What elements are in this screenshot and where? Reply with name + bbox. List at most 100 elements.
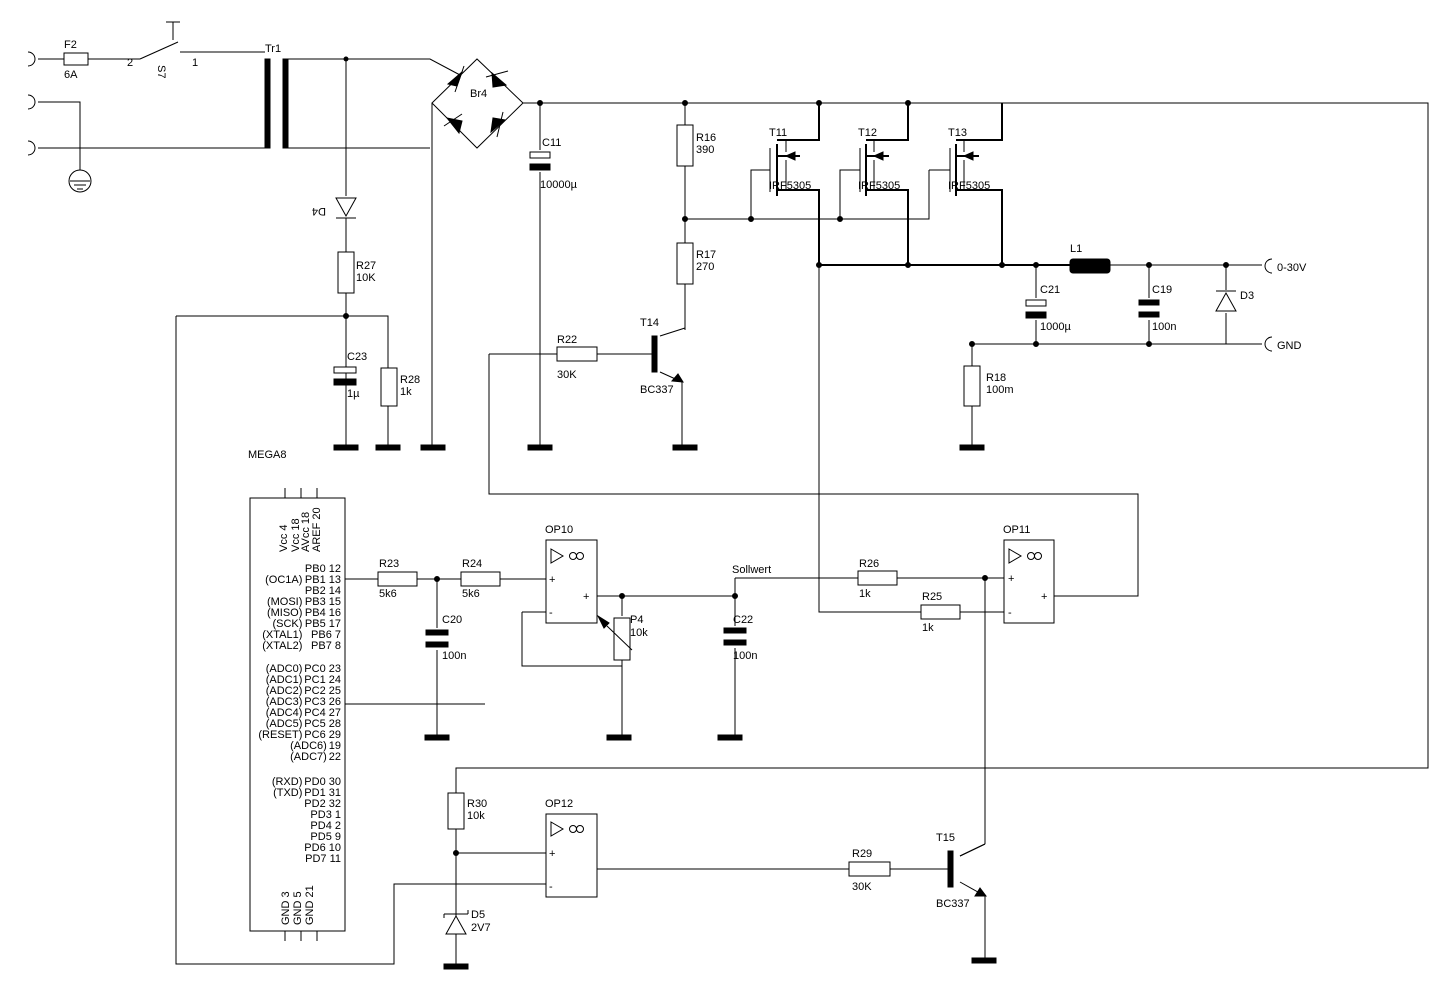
mcu-pin-label: PB2 14 bbox=[305, 585, 341, 597]
resistor-r22: R22 30K bbox=[556, 334, 598, 381]
mosfet-t11: T11 IRF5305 bbox=[769, 127, 811, 196]
f2-value: 6A bbox=[64, 69, 78, 81]
mcu-name: MEGA8 bbox=[248, 449, 287, 461]
mcu-pin-label: PB6 7 bbox=[311, 629, 341, 641]
r22-value: 30K bbox=[557, 369, 577, 381]
op10-ref: OP10 bbox=[545, 524, 573, 536]
resistor-r17: R17 270 bbox=[676, 242, 716, 285]
r17-ref: R17 bbox=[696, 249, 716, 261]
r23-value: 5k6 bbox=[379, 588, 397, 600]
op11-plus: + bbox=[1008, 573, 1014, 585]
capacitor-c20: C20 100n bbox=[425, 614, 466, 662]
mcu-pin-signal: (ADC0) bbox=[266, 663, 303, 675]
s7-pin2: 2 bbox=[127, 57, 133, 69]
s7-pin1: 1 bbox=[192, 57, 198, 69]
r24-value: 5k6 bbox=[462, 588, 480, 600]
mcu-pin-label: 22 bbox=[329, 751, 341, 763]
c20-value: 100n bbox=[442, 650, 466, 662]
mcu-pin-signal: (OC1A) bbox=[265, 574, 302, 586]
mcu-pin-signal: (ADC2) bbox=[266, 685, 303, 697]
r18-value: 100m bbox=[986, 384, 1014, 396]
gnd-label: GND bbox=[1277, 340, 1302, 352]
transistor-t15: T15 BC337 bbox=[936, 832, 987, 910]
r23-ref: R23 bbox=[379, 558, 399, 570]
capacitor-c19: C19 100n bbox=[1138, 284, 1176, 333]
c21-ref: C21 bbox=[1040, 284, 1060, 296]
r16-value: 390 bbox=[696, 144, 714, 156]
r18-ref: R18 bbox=[986, 372, 1006, 384]
op12-ref: OP12 bbox=[545, 798, 573, 810]
mcu-pin-label: PC5 28 bbox=[304, 718, 341, 730]
sollwert-label: Sollwert bbox=[732, 564, 771, 576]
op12-minus: - bbox=[549, 881, 553, 893]
mcu-bottom-pin: GND 3 bbox=[280, 891, 292, 925]
mcu-pin-label: PC6 29 bbox=[304, 729, 341, 741]
resistor-r24: R24 5k6 bbox=[460, 558, 501, 600]
mcu-pin-label: PC0 23 bbox=[304, 663, 341, 675]
r27-ref: R27 bbox=[356, 260, 376, 272]
c20-ref: C20 bbox=[442, 614, 462, 626]
d5-value: 2V7 bbox=[471, 922, 491, 934]
t14-value: BC337 bbox=[640, 384, 674, 396]
r26-ref: R26 bbox=[859, 558, 879, 570]
p4-value: 10k bbox=[630, 627, 648, 639]
mcu-pin-signal: (RXD) bbox=[272, 776, 303, 788]
f2-ref: F2 bbox=[64, 39, 77, 51]
mcu-pin-label: PD4 2 bbox=[310, 820, 341, 832]
wires bbox=[38, 51, 1429, 965]
resistor-r28: R28 1k bbox=[380, 367, 420, 407]
mcu-pin-label: PB1 13 bbox=[305, 574, 341, 586]
mcu-top-pin: Vcc 18 bbox=[290, 518, 302, 552]
mcu-pin-label: PC3 26 bbox=[304, 696, 341, 708]
resistor-r27: R27 10K bbox=[337, 251, 376, 294]
mcu-pin-label: PC2 25 bbox=[304, 685, 341, 697]
resistor-r23: R23 5k6 bbox=[377, 558, 418, 600]
mcu-pin-label: PC1 24 bbox=[304, 674, 341, 686]
mcu-pin-label: PB7 8 bbox=[311, 640, 341, 652]
transistor-t14: T14 BC337 bbox=[640, 317, 684, 396]
c19-ref: C19 bbox=[1152, 284, 1172, 296]
capacitor-c23: C23 1µ bbox=[333, 351, 367, 400]
c19-value: 100n bbox=[1152, 321, 1176, 333]
r28-ref: R28 bbox=[400, 374, 420, 386]
mcu-bottom-pin: GND 21 bbox=[304, 885, 316, 925]
s7-ref: S7 bbox=[155, 65, 167, 78]
mcu-pin-label: PB3 15 bbox=[305, 596, 341, 608]
opamp-op10: + - + OP10 bbox=[545, 524, 598, 624]
c22-ref: C22 bbox=[733, 614, 753, 626]
mcu-pin-signal: (RESET) bbox=[258, 729, 302, 741]
mcu-pin-signal: (ADC1) bbox=[266, 674, 303, 686]
mosfet-t12: T12 IRF5305 bbox=[858, 127, 900, 196]
resistor-r16: R16 390 bbox=[676, 124, 716, 167]
diode-d4: D4 bbox=[312, 197, 357, 219]
fuse-f2: F2 6A bbox=[63, 39, 89, 81]
mains-sockets bbox=[27, 51, 36, 156]
resistor-r26: R26 1k bbox=[857, 558, 898, 600]
resistor-r29: R29 30K bbox=[848, 848, 891, 893]
p4-ref: P4 bbox=[630, 614, 643, 626]
inductor-l1: L1 bbox=[1069, 243, 1111, 274]
op11-minus: - bbox=[1008, 607, 1012, 619]
r16-ref: R16 bbox=[696, 132, 716, 144]
mcu-pin-label: 19 bbox=[329, 740, 341, 752]
d3-ref: D3 bbox=[1240, 290, 1254, 302]
op10-plus: + bbox=[549, 574, 555, 586]
l1-ref: L1 bbox=[1070, 243, 1082, 255]
op11-ref: OP11 bbox=[1003, 524, 1030, 536]
resistor-r30: R30 10k bbox=[447, 792, 487, 830]
mcu-pin-label: PB4 16 bbox=[305, 607, 341, 619]
mcu-pin-signal: (SCK) bbox=[272, 618, 302, 630]
bridge-br4: Br4 bbox=[431, 58, 524, 149]
ground-symbols bbox=[333, 444, 997, 970]
mcu-pin-signal: (XTAL1) bbox=[262, 629, 302, 641]
transformer-tr1: Tr1 bbox=[264, 43, 289, 149]
opamp-op11: + - + OP11 bbox=[1003, 524, 1055, 624]
t12-value: IRF5305 bbox=[858, 180, 900, 192]
c11-value: 10000µ bbox=[540, 179, 578, 191]
br4-ref: Br4 bbox=[470, 88, 487, 100]
r22-ref: R22 bbox=[557, 334, 577, 346]
resistor-r18: R18 100m bbox=[963, 365, 1014, 407]
mcu-pin-signal: (ADC6) bbox=[290, 740, 327, 752]
